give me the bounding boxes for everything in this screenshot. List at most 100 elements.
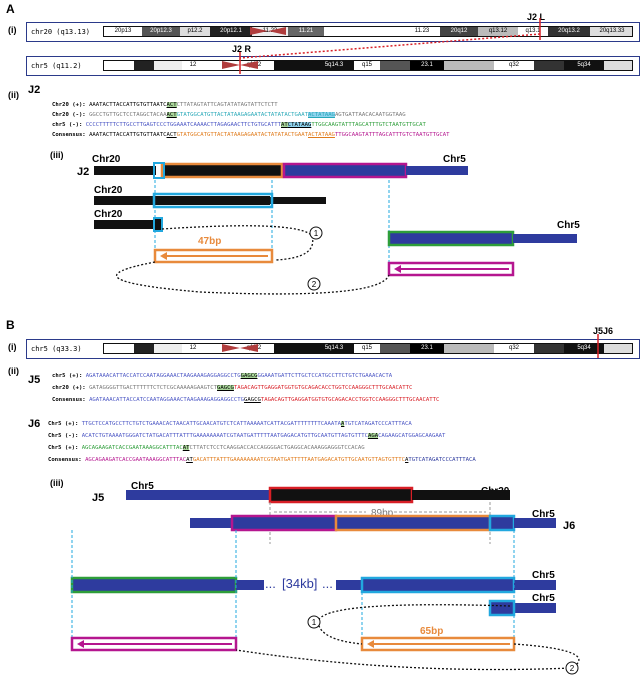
chr5-label-a1: Chr5 — [443, 154, 466, 165]
circle-2-a — [307, 277, 321, 291]
centromere-chr5a — [222, 61, 240, 69]
band: q13.1 — [518, 27, 548, 36]
band: 20p13 — [104, 27, 142, 36]
centromere-chr20b — [268, 27, 286, 35]
band: 23.1 — [410, 61, 444, 70]
panel-b-iii-label: (iii) — [50, 478, 64, 488]
chr20-bar-3 — [94, 220, 160, 229]
chr20-label-a1: Chr20 — [92, 154, 121, 165]
band: q15 — [354, 61, 380, 70]
chr20-bar-2 — [94, 196, 270, 205]
band: 12 — [182, 344, 204, 353]
chr5-bar-mid — [236, 580, 264, 590]
band: q15 — [354, 344, 380, 353]
gap-34kb-label: [34kb] — [282, 576, 318, 591]
gap-dots-left: ... — [265, 576, 276, 591]
j5-chr20-bar — [412, 490, 510, 500]
arrow-box-magenta-b — [70, 636, 238, 652]
circle-1-a — [309, 226, 323, 240]
arrow-box-magenta — [387, 261, 515, 277]
junction-connector — [239, 33, 541, 59]
seq-row-b2: Consensus: AGATAAACATTACCATCCAATAGGAAACT… — [52, 397, 440, 403]
panel-a-label: A — [6, 2, 15, 16]
panel-b-label: B — [6, 318, 15, 332]
band: 11.23 — [404, 27, 440, 36]
chr20-bar-2-ext — [270, 197, 326, 204]
circle-1-b-text: 1 — [312, 618, 317, 627]
panel-a-ii-label: (ii) — [8, 90, 19, 100]
j2l-label: J2 L — [527, 12, 546, 22]
band: 5q14.3 — [314, 61, 354, 70]
circle-2-a-text: 2 — [312, 280, 317, 289]
chr5-green-box-b — [70, 576, 238, 594]
chr20-ideogram: 20p13 20p12.3 p12.2 20p12.1 11.23 11.21 … — [103, 26, 633, 37]
j2-seq-label: J2 — [28, 84, 41, 96]
panel-b-i-label: (i) — [8, 342, 17, 352]
j5-red-box — [268, 486, 414, 504]
chr20-ideogram-box: chr20 (q13.13) 20p13 20p12.3 p12.2 20p12… — [26, 22, 640, 42]
chr5-name-a: chr5 (q11.2) — [31, 62, 82, 70]
j2-chr20-segment — [94, 166, 156, 175]
seq-row-b5: Chr5 (+): AGCAGAAGATCACCGAATAAAGGCATTTAC… — [48, 445, 365, 451]
seq-row-a0: Chr20 (+): AAATACTTACCATTGTGTTAATCACTCTT… — [52, 102, 278, 108]
j5-diagram-label: J5 — [92, 492, 105, 504]
cyan-box-2 — [152, 192, 274, 209]
chr5-label-b1: Chr5 — [131, 481, 154, 492]
chr5-name-b: chr5 (q33.3) — [31, 345, 82, 353]
band: 20p12.3 — [142, 27, 180, 36]
band: q32 — [494, 344, 534, 353]
loop-path-a2 — [116, 261, 390, 295]
seq-row-b4: Chr5 (-): ACATCTGTAAAATGGGATCTATGACATTTA… — [48, 433, 446, 439]
chr5-bar-right — [514, 580, 556, 590]
chr20-label-a2: Chr20 — [94, 185, 123, 196]
seq-row-b1: chr20 (+): GATAGGGGTTGACTTTTTTCTCTCGCAAA… — [52, 385, 413, 391]
j5j6-label: J5J6 — [593, 326, 614, 336]
circle-1-b — [307, 615, 321, 629]
chr20-label-a3: Chr20 — [94, 209, 123, 220]
seq-row-b3: Chr5 (+): TTGCTCCATGCCTTCTGTCTGAAACACTAA… — [48, 421, 412, 427]
j5-seq-label: J5 — [28, 374, 41, 386]
band: 20q12 — [440, 27, 478, 36]
bp-65-label: 65bp — [420, 626, 444, 637]
panel-b-ii-label: (ii) — [8, 366, 19, 376]
band: 5q14.3 — [314, 344, 354, 353]
j2r-label: J2 R — [232, 44, 252, 54]
j6-seq-label: J6 — [28, 418, 41, 430]
j6-chr5-right — [514, 518, 556, 528]
cyan-box-3 — [153, 217, 163, 232]
chr5-small-cyan — [488, 599, 516, 617]
bp-89-label: 89bp — [371, 508, 394, 519]
j6-chr5-left — [190, 518, 232, 528]
j5-chr5-bar — [126, 490, 270, 500]
band: q32 — [494, 61, 534, 70]
band: 23.1 — [410, 344, 444, 353]
band: 12 — [182, 61, 204, 70]
gap-dots-right: ... — [322, 576, 333, 591]
band: 5q34 — [564, 61, 604, 70]
chr5-cyan-box-b — [360, 576, 516, 594]
j2-cyan-box — [153, 162, 165, 179]
chr5-label-b4: Chr5 — [532, 593, 555, 604]
centromere-chr5-b2 — [240, 344, 258, 352]
arrow-box-47bp — [153, 248, 274, 264]
j2-chr5-segment — [406, 166, 468, 175]
chr5-label-b3: Chr5 — [532, 570, 555, 581]
chr5-green-box — [387, 230, 515, 247]
chr5-label-b2: Chr5 — [532, 509, 555, 520]
j2-diagram-label: J2 — [77, 166, 90, 178]
seq-row-b0: chr5 (+): AGATAAACATTACCATCCAATAGGAAACTA… — [52, 373, 393, 379]
chr5-right-tail — [513, 234, 577, 243]
centromere-chr5b — [240, 61, 258, 69]
band: p12.2 — [180, 27, 210, 36]
band: 5q34 — [564, 344, 604, 353]
centromere-chr5-b1 — [222, 344, 240, 352]
band: 11.21 — [288, 27, 324, 36]
band: 20p12.1 — [210, 27, 252, 36]
loop-path-a — [161, 225, 314, 261]
seq-row-a2: chr5 (-): CCCCTTTTTCTTGCCTTGAGTCCCTGGAAA… — [52, 122, 426, 128]
centromere-chr20 — [250, 27, 268, 35]
seq-row-a1: Chr20 (-): GGCCTGTTGCTCCTAGGCTACAAACTGTA… — [52, 112, 406, 118]
band: 20q13.33 — [590, 27, 632, 36]
circle-2-b-text: 2 — [570, 664, 575, 673]
